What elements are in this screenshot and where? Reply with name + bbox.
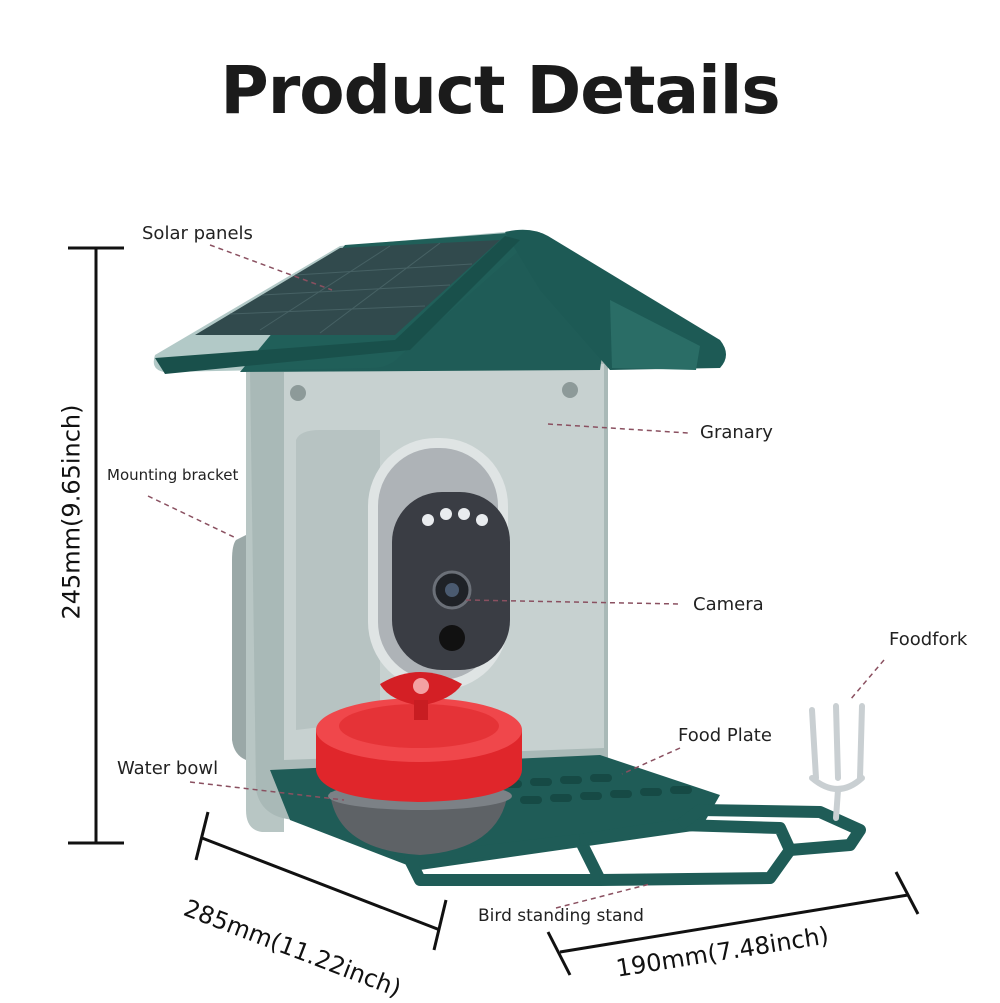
- bird-standing-stand-rails: [404, 804, 866, 886]
- roof-front-edge: [153, 232, 540, 372]
- height-dimension-label: 245mm(9.65inch): [57, 404, 86, 620]
- camera-ir-leds: [422, 508, 488, 526]
- housing-inner-shade: [296, 430, 380, 730]
- screw-left: [290, 385, 306, 401]
- label-solar-panels: Solar panels: [142, 223, 253, 244]
- solar-panel-grid: [229, 242, 473, 334]
- width-dimension-bracket: [546, 871, 920, 976]
- roof-right-face: [610, 300, 700, 370]
- food-plate-holes: [500, 774, 692, 804]
- label-foodfork: Foodfork: [889, 629, 968, 650]
- solar-panel: [195, 240, 500, 335]
- label-water-bowl: Water bowl: [117, 758, 219, 779]
- leader-lines: [147, 244, 885, 909]
- height-dimension-bracket: [68, 246, 124, 845]
- camera-pir: [439, 625, 465, 651]
- label-bird-standing-stand: Bird standing stand: [478, 906, 644, 926]
- label-mounting-bracket: Mounting bracket: [107, 466, 239, 484]
- depth-dimension-bracket: [194, 811, 448, 951]
- page-title: Product Details: [220, 52, 780, 129]
- label-food-plate: Food Plate: [678, 725, 772, 746]
- roof-eave: [155, 236, 520, 374]
- label-granary: Granary: [700, 422, 773, 443]
- label-camera: Camera: [693, 594, 764, 615]
- foodfork: [809, 703, 865, 821]
- screw-right: [562, 382, 578, 398]
- mounting-bracket: [232, 535, 246, 760]
